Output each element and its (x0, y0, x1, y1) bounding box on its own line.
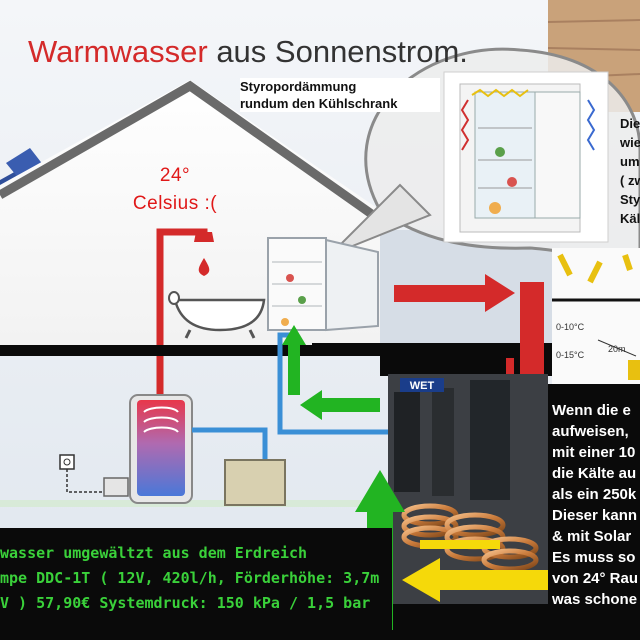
pump-info-box (0, 528, 392, 640)
temperature-label: 24° Celsius :( (120, 162, 230, 218)
green-arrow-up (282, 325, 306, 395)
temperature-value: 24° (159, 165, 191, 186)
ground-bottom (388, 604, 552, 640)
hot-water-pipe (156, 228, 208, 400)
svg-text:0-10°C: 0-10°C (556, 322, 585, 332)
svg-text:20m: 20m (608, 344, 626, 354)
bubble-tail (329, 183, 432, 256)
floor-slab-right (312, 343, 552, 356)
logo-text: WET (410, 380, 435, 392)
insulation-line (471, 88, 529, 98)
logo-box (400, 378, 444, 392)
yellow-arrow-left (402, 558, 548, 602)
side-note-top: Die wie um ( zw Sty Kält (620, 116, 640, 226)
insulation-note: Styropordämmung rundum den Kühlschrank (240, 78, 440, 112)
heat-pump-box (224, 459, 286, 506)
insulation-line (460, 99, 470, 151)
svg-text:0-15°C: 0-15°C (556, 350, 585, 360)
water-drop-icon (198, 258, 210, 276)
page-title: Warmwasser aus Sonnenstrom. (28, 34, 468, 69)
floor-slab (0, 345, 400, 356)
green-arrow-left (300, 390, 380, 420)
ground-strip (0, 500, 400, 507)
insulation-line (586, 99, 596, 151)
wall-socket (59, 454, 75, 470)
bathtub (173, 298, 266, 332)
fridge-door (325, 238, 379, 332)
right-text-panel (548, 384, 640, 640)
pump-info-text: wasser umgewältzt aus dem Erdreich mpe D… (0, 544, 380, 612)
red-arrow-right (394, 274, 515, 312)
right-info-text: Wenn die e aufweisen, mit einer 10 die K… (552, 402, 639, 608)
solar-panel (6, 148, 44, 180)
cold-return-pipe (192, 427, 268, 460)
roof-outline (0, 80, 383, 224)
temperature-unit: Celsius :( (132, 193, 218, 214)
controller-box (103, 477, 129, 497)
